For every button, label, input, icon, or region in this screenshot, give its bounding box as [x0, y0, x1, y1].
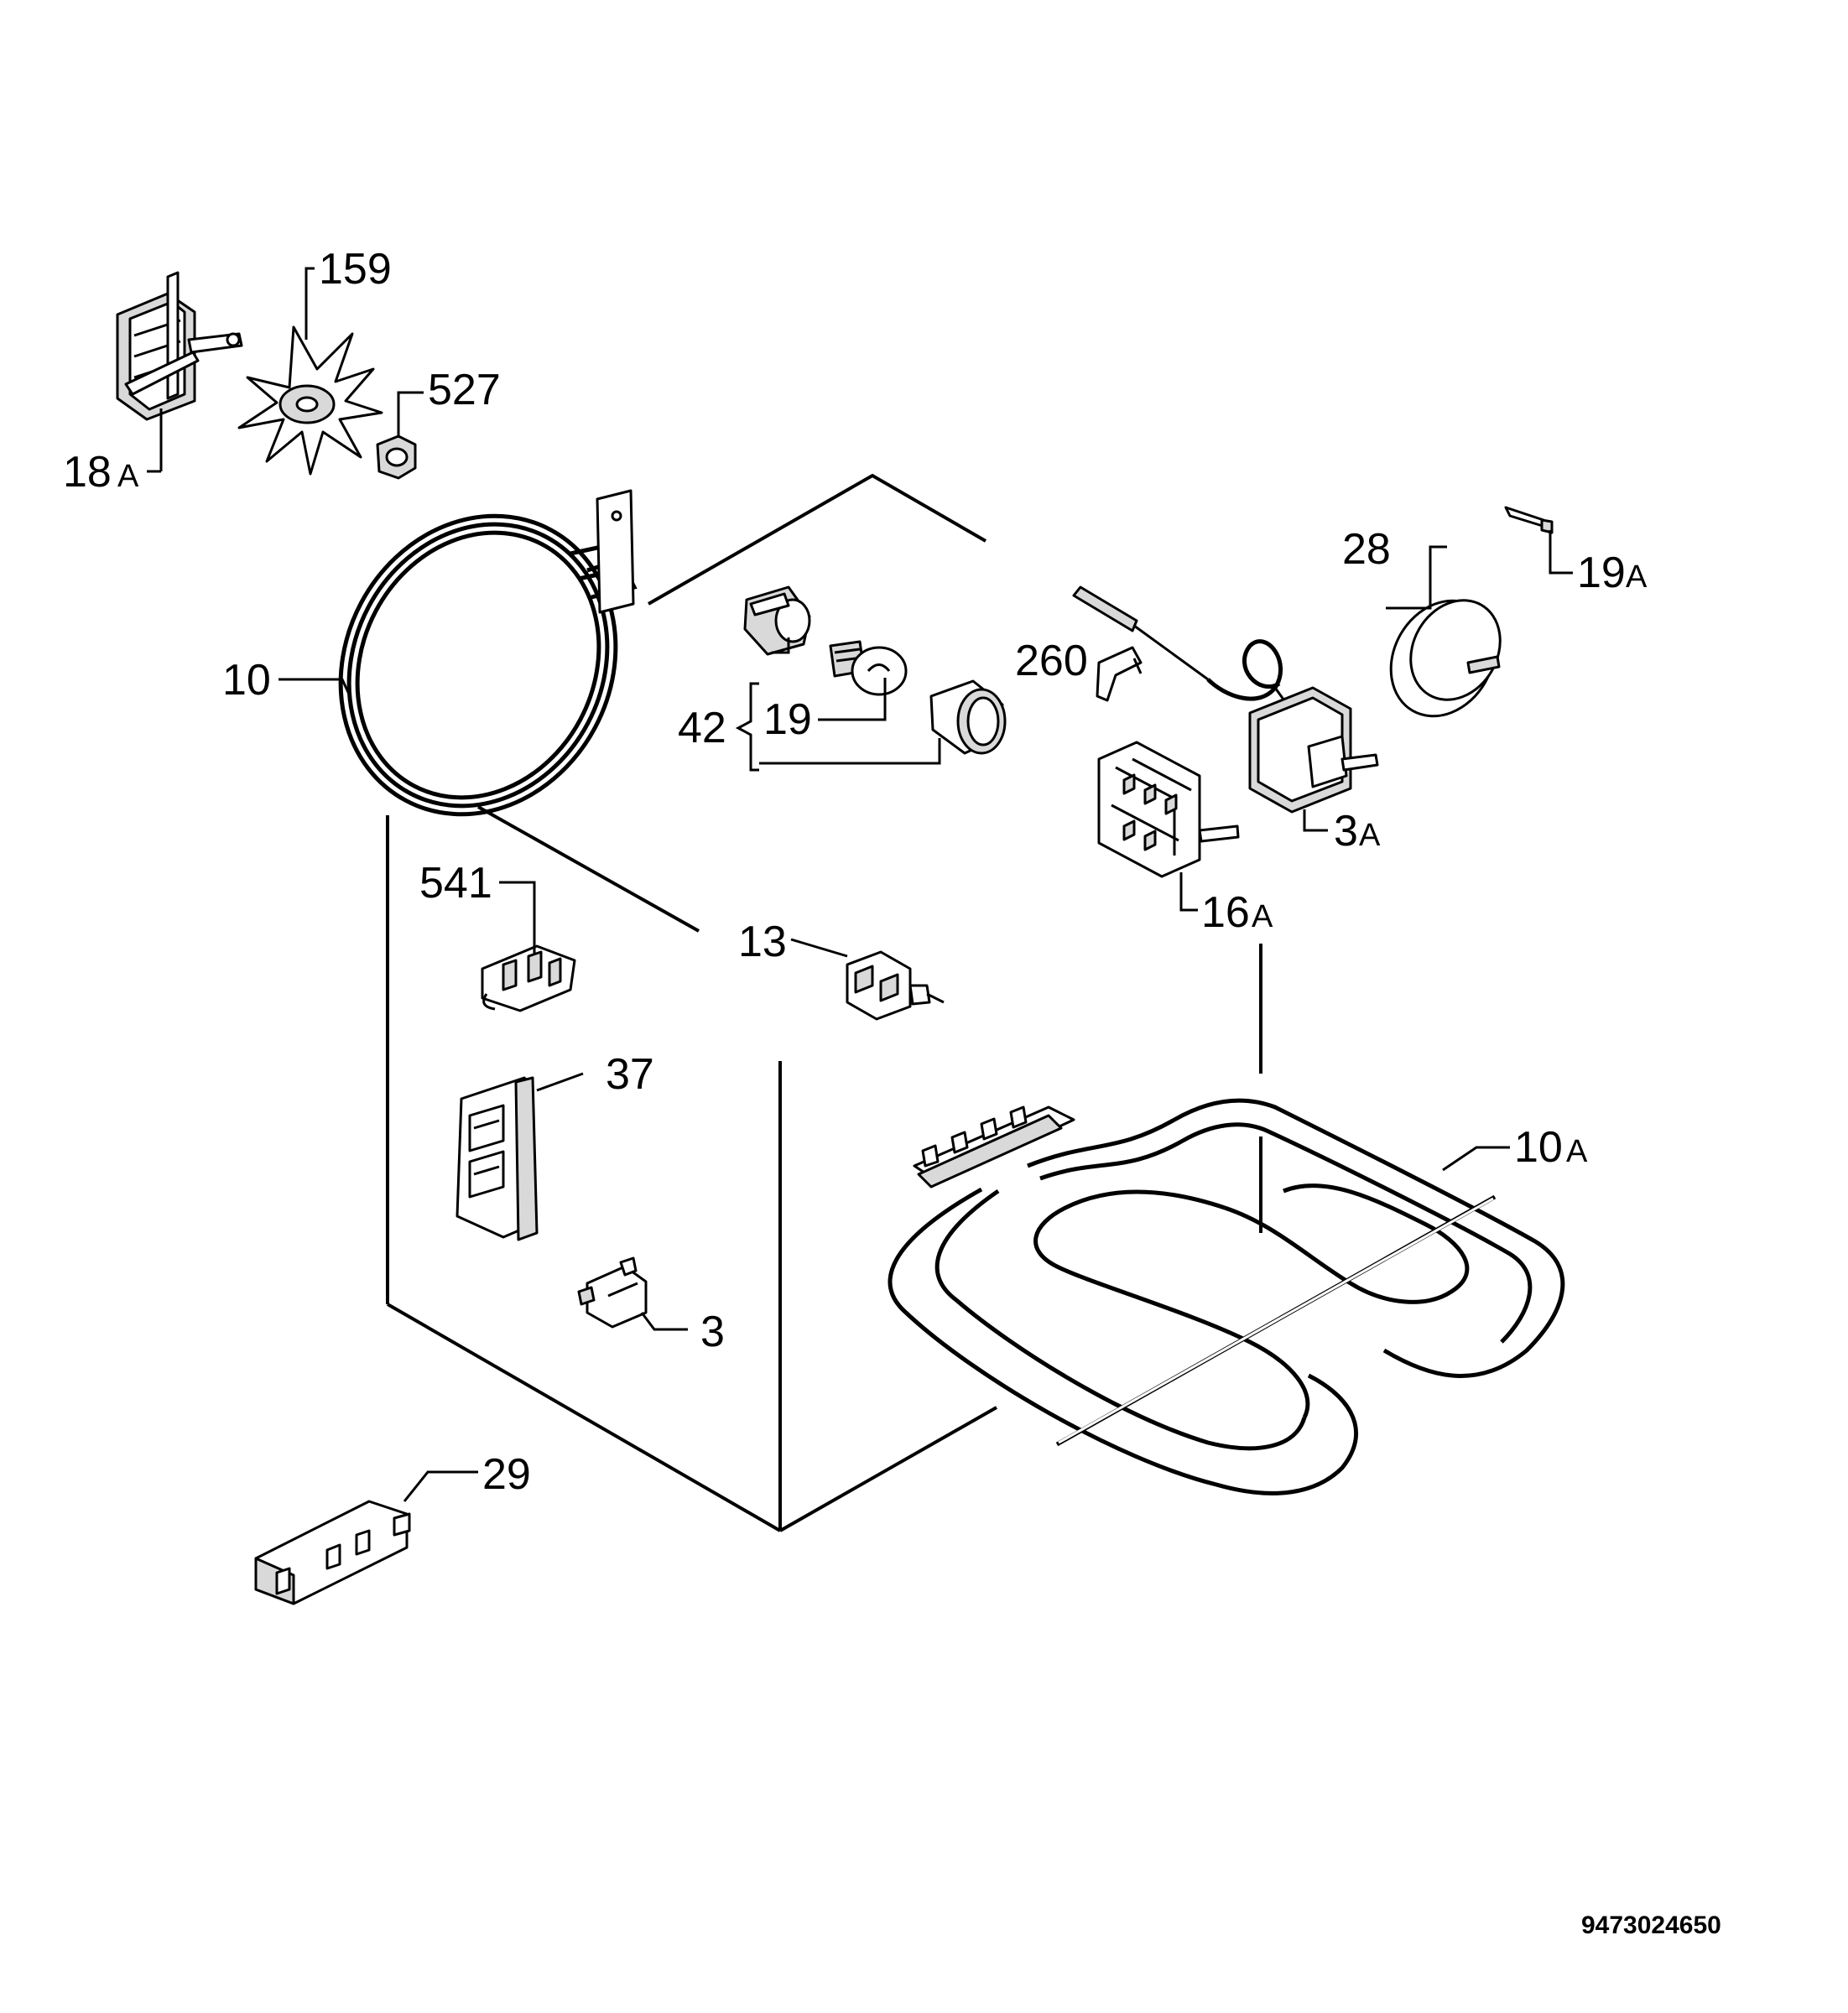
- label-37: 37: [606, 1050, 654, 1099]
- label-19: 19: [763, 695, 812, 744]
- push-switch-part: [846, 950, 945, 1021]
- clip-part: [1096, 646, 1143, 702]
- label-159: 159: [319, 245, 392, 294]
- document-number: 9473024650: [1581, 1912, 1721, 1939]
- label-10: 10: [222, 656, 271, 705]
- label-3a-suffix: A: [1359, 818, 1381, 853]
- fan-motor-part: [116, 271, 243, 421]
- lamp-holder-part: [743, 585, 811, 656]
- label-13: 13: [738, 918, 787, 966]
- terminal-block-part: [455, 1076, 539, 1241]
- label-18a-suffix: A: [117, 459, 139, 494]
- grill-heating-element-part: [888, 1098, 1565, 1495]
- part-labels: 159 527 18 A 10 28 19 A 260 42 19 3 A 16…: [63, 245, 1648, 1499]
- label-18a: 18: [63, 448, 112, 497]
- label-260: 260: [1015, 637, 1088, 685]
- selector-switch-part: [1097, 741, 1240, 878]
- circular-heating-element-part: [338, 489, 638, 817]
- ignition-block-part: [254, 1500, 411, 1605]
- lamp-bulb-part: [829, 640, 908, 696]
- leader-lines: [147, 267, 1573, 1502]
- label-10a-suffix: A: [1566, 1134, 1588, 1169]
- label-42: 42: [678, 704, 726, 752]
- bracket-42: [735, 682, 759, 772]
- nut-part: [376, 434, 417, 480]
- label-10a: 10: [1514, 1123, 1563, 1172]
- label-3: 3: [700, 1308, 725, 1356]
- oven-outline: [386, 473, 1262, 1532]
- lamp-cover-part: [929, 679, 1007, 755]
- label-3a: 3: [1334, 807, 1358, 856]
- connector-part: [481, 944, 576, 1012]
- timer-knob-part: [1389, 599, 1502, 718]
- thermostat-part: [1072, 585, 1379, 814]
- fan-blade-part: [237, 325, 383, 476]
- label-19a-suffix: A: [1626, 559, 1648, 595]
- label-29: 29: [482, 1450, 531, 1499]
- sensor-part: [1504, 506, 1554, 534]
- label-527: 527: [428, 366, 501, 414]
- label-16a: 16: [1201, 888, 1250, 937]
- label-19a: 19: [1577, 549, 1626, 597]
- small-switch-part: [577, 1256, 648, 1329]
- label-28: 28: [1342, 525, 1391, 574]
- label-541: 541: [419, 859, 492, 908]
- label-16a-suffix: A: [1252, 899, 1273, 934]
